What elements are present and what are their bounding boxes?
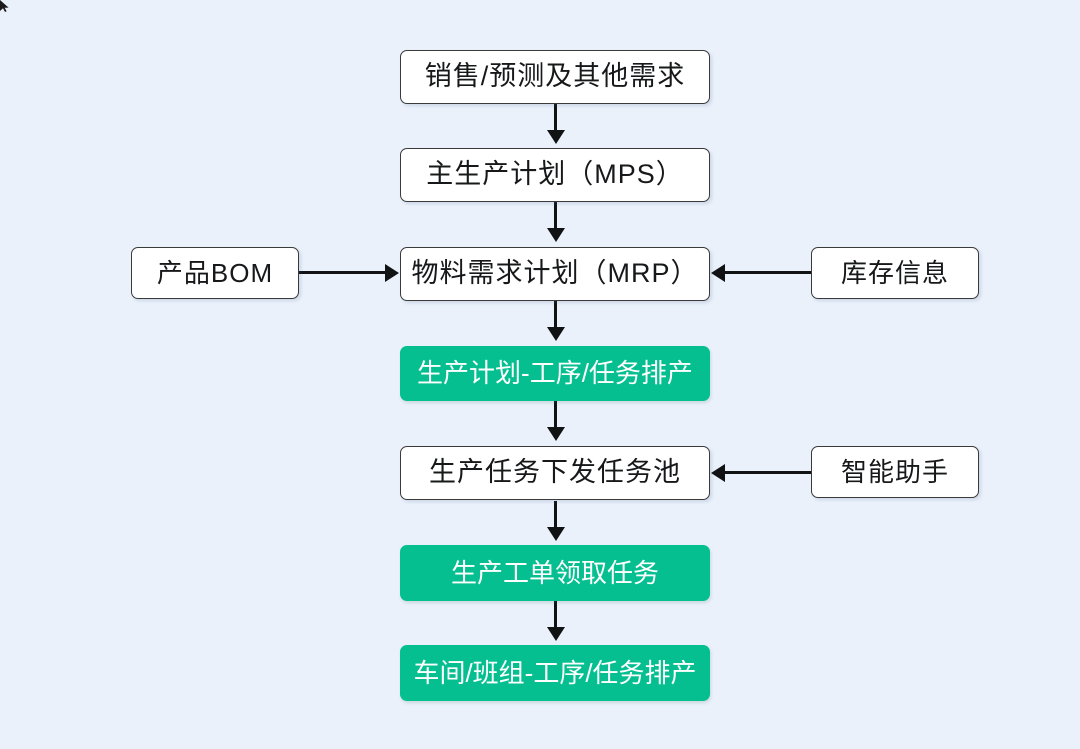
node-bom[interactable]: 产品BOM — [131, 247, 299, 299]
mouse-cursor-icon — [0, 0, 9, 12]
node-assistant[interactable]: 智能助手 — [811, 446, 979, 498]
node-production-plan[interactable]: 生产计划-工序/任务排产 — [400, 346, 710, 401]
node-mrp[interactable]: 物料需求计划（MRP） — [400, 247, 710, 301]
node-mps[interactable]: 主生产计划（MPS） — [400, 148, 710, 202]
node-demand[interactable]: 销售/预测及其他需求 — [400, 50, 710, 104]
node-task-pool[interactable]: 生产任务下发任务池 — [400, 446, 710, 500]
node-workshop-schedule[interactable]: 车间/班组-工序/任务排产 — [400, 645, 710, 701]
node-work-order[interactable]: 生产工单领取任务 — [400, 545, 710, 601]
node-inventory[interactable]: 库存信息 — [811, 247, 979, 299]
